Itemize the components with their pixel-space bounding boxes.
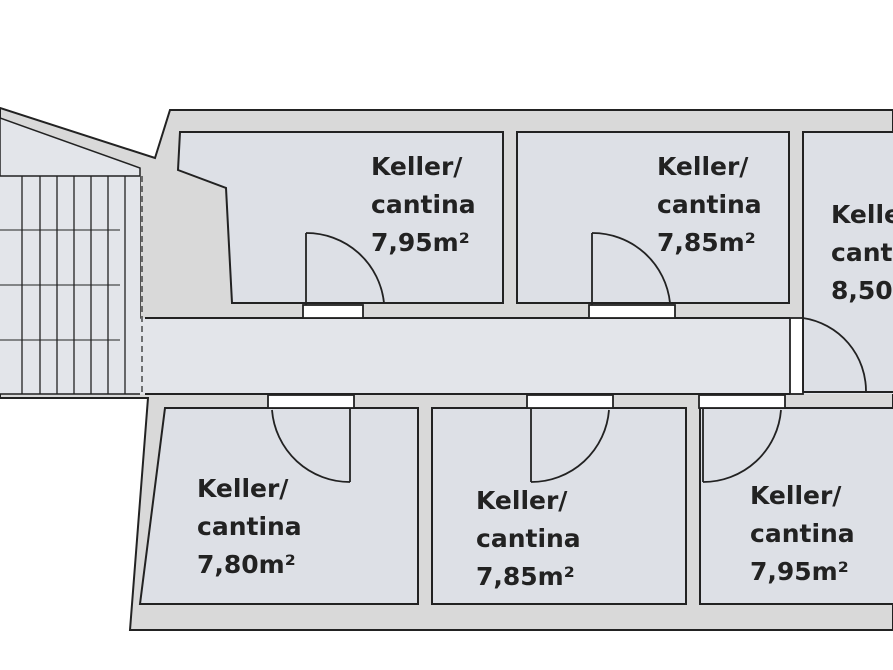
room-name: Keller/ bbox=[476, 486, 568, 515]
door-room-6 bbox=[698, 394, 786, 483]
room-name-2: cantina bbox=[750, 519, 855, 548]
room-2 bbox=[516, 131, 790, 304]
door-room-4 bbox=[267, 394, 355, 483]
room-name: Keller/ bbox=[750, 481, 842, 510]
room-name-2: cantina bbox=[476, 524, 581, 553]
door-room-2 bbox=[588, 232, 676, 319]
room-area: 7,95m² bbox=[371, 228, 470, 257]
room-6 bbox=[699, 407, 893, 605]
room-name: Kelle bbox=[831, 200, 893, 229]
room-area: 7,85m² bbox=[657, 228, 756, 257]
room-label-2: Keller/ cantina 7,85m² bbox=[657, 148, 762, 262]
room-name-2: cantina bbox=[371, 190, 476, 219]
room-name: Keller/ bbox=[371, 152, 463, 181]
door-room-3 bbox=[789, 317, 867, 395]
door-room-5 bbox=[526, 394, 614, 483]
room-1 bbox=[176, 131, 504, 304]
room-name: Keller/ bbox=[197, 474, 289, 503]
room-area: 7,95m² bbox=[750, 557, 849, 586]
door-room-1 bbox=[302, 232, 385, 319]
room-name-2: cantina bbox=[197, 512, 302, 541]
room-label-3: Kelle cant 8,50 bbox=[831, 196, 893, 310]
room-label-5: Keller/ cantina 7,85m² bbox=[476, 482, 581, 596]
corridor bbox=[0, 318, 893, 394]
room-name-2: cantina bbox=[657, 190, 762, 219]
room-label-6: Keller/ cantina 7,95m² bbox=[750, 477, 855, 591]
room-name-2: cant bbox=[831, 238, 893, 267]
staircase bbox=[0, 117, 143, 395]
room-area: 7,80m² bbox=[197, 550, 296, 579]
room-label-4: Keller/ cantina 7,80m² bbox=[197, 470, 302, 584]
room-area: 7,85m² bbox=[476, 562, 575, 591]
room-5 bbox=[431, 407, 687, 605]
room-3 bbox=[802, 131, 893, 393]
room-label-1: Keller/ cantina 7,95m² bbox=[371, 148, 476, 262]
room-name: Keller/ bbox=[657, 152, 749, 181]
room-area: 8,50 bbox=[831, 276, 893, 305]
